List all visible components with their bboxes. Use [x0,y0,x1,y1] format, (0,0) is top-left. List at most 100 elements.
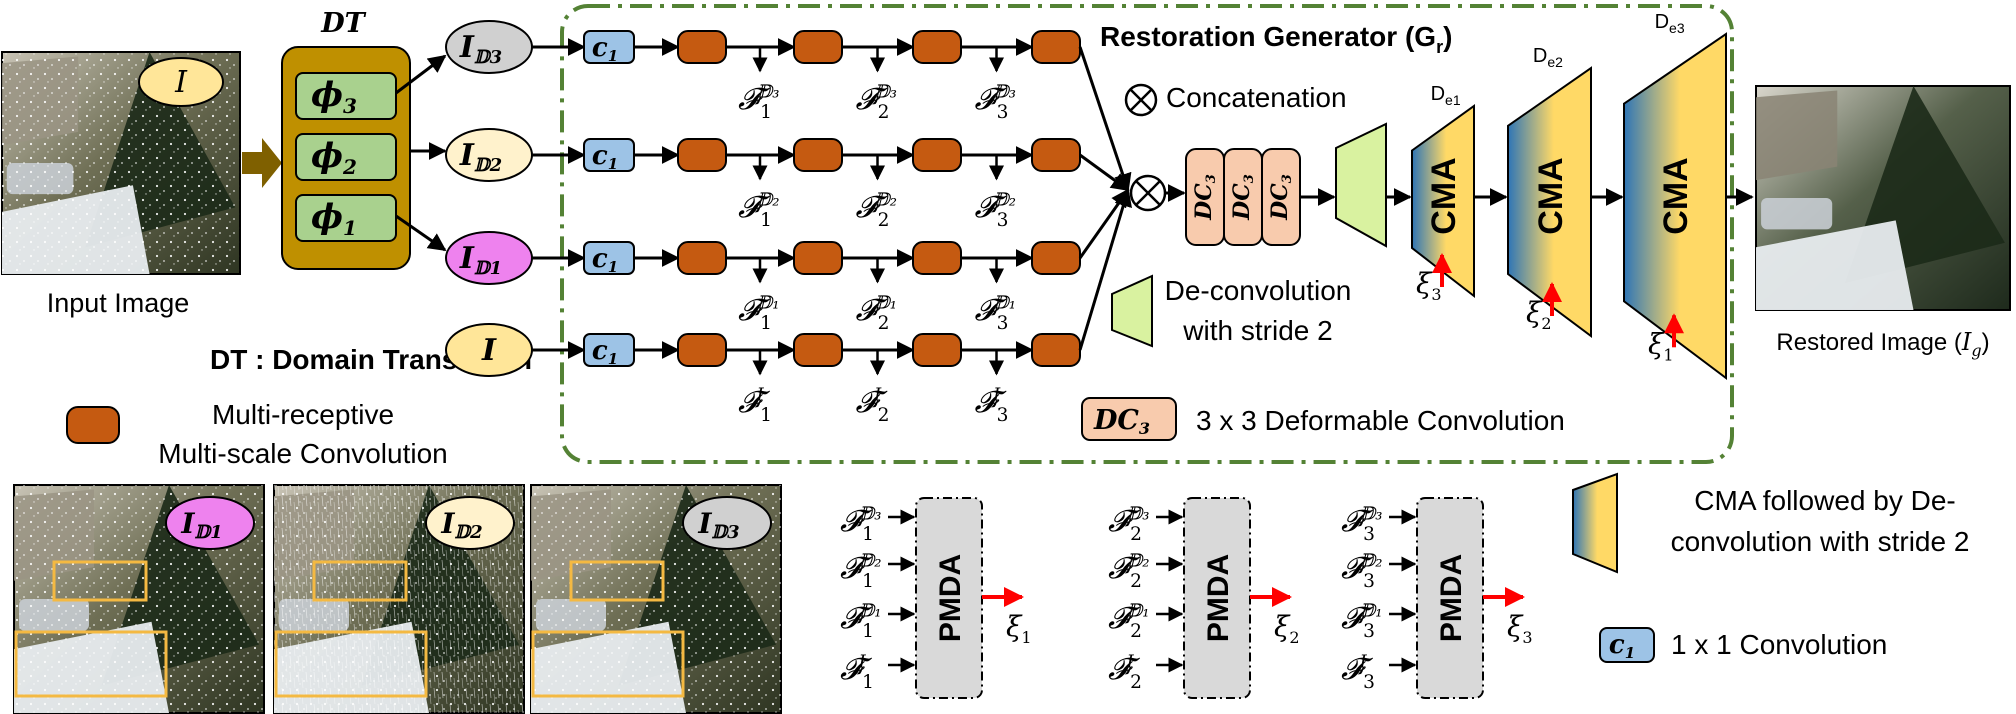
feature-superscript: I [1359,652,1368,673]
dc3-legend-icon [1081,397,1177,441]
feature-superscript: 𝔻₁ [993,293,1016,314]
deconv-block [1335,122,1387,248]
mmsc-block [793,138,843,172]
mmsc-legend-line2: Multi-scale Convolution [158,438,447,469]
mmsc-block [677,30,727,64]
feature-map-label: 𝓕3I [1341,652,1375,693]
deconv-legend-line2: with stride 2 [1182,315,1332,346]
cma-block [1623,32,1727,381]
feature-map-label: 𝓕3I [975,385,1009,426]
feature-superscript: 𝔻₁ [757,293,780,314]
to-concat-arrow [1079,153,1130,192]
cma-head-label: De1 [1431,83,1461,108]
pmda-xi-label: ξ3 [1507,610,1533,647]
deconv-legend-line1: De-convolution [1165,275,1352,306]
input-to-dt-arrow [242,138,282,188]
feature-superscript: 𝔻₂ [1360,551,1383,572]
input-image-label: Input Image [47,288,190,318]
stream-input-label: I [481,333,497,368]
feature-superscript: 𝔻₃ [1360,504,1383,525]
stream-input-label: I𝔻2 [459,138,502,176]
pmda-label: PMDA [934,554,967,642]
mmsc-block [912,30,962,64]
photo-snow-ground [1756,220,1914,310]
feature-superscript: 𝔻₃ [993,82,1016,103]
cma-head-label: De3 [1655,11,1685,36]
conv1-legend-icon [1599,627,1655,663]
to-concat-arrow [1078,188,1130,259]
mmsc-block [1031,30,1081,64]
feature-superscript: 𝔻₂ [874,190,897,211]
dt-arrow-d1 [395,214,447,252]
phi-box [295,72,397,120]
feature-superscript: I [873,385,882,406]
phi-box [295,133,397,181]
feature-symbol: 𝓕3 [1341,652,1375,693]
mmsc-legend-line1: Multi-receptive [212,399,394,430]
dc3-label: DC3 [1229,174,1257,221]
mmsc-block [1031,333,1081,367]
feature-superscript: 𝔻₂ [757,190,780,211]
pmda-label: PMDA [1435,554,1468,642]
feature-map-label: 𝓕2I [1108,652,1142,693]
thumbnail-badge-label: I𝔻3 [697,507,739,543]
feature-symbol: 𝓕1 [738,385,772,426]
pmda-label: PMDA [1202,554,1235,642]
stream-input-label: I𝔻3 [459,30,502,68]
feature-superscript: 𝔻₃ [874,82,897,103]
feature-superscript: 𝔻₂ [1127,551,1150,572]
phi-label: ϕ2 [311,136,357,179]
xi-label: ξ1 [1648,327,1674,364]
feature-symbol: 𝓕3 [975,385,1009,426]
mmsc-block [1031,138,1081,172]
to-concat-arrow [1078,188,1132,351]
thumbnail-badge [682,496,772,550]
domain-thumbnail: I𝔻3 [530,484,782,714]
thumbnail-badge-label: I𝔻1 [180,507,222,543]
thumbnail-badge [425,496,515,550]
feature-map-label: 𝓕1I [738,385,772,426]
highlight-box-large [14,630,168,698]
conv1-label: c1 [592,336,618,368]
feature-map-label: 𝓕1I [840,652,874,693]
feature-superscript: 𝔻₁ [859,601,882,622]
photo-car [1761,198,1833,230]
highlight-box-small [569,560,665,602]
feature-superscript: I [756,385,765,406]
feature-symbol: 𝓕1 [840,652,874,693]
mmsc-block [677,241,727,275]
mmsc-block [677,333,727,367]
restored-image [1755,85,2011,311]
feature-superscript: 𝔻₃ [1127,504,1150,525]
mmsc-block [1031,241,1081,275]
cma-head-label: De2 [1533,45,1563,70]
feature-superscript: 𝔻₃ [757,82,780,103]
cma-label: CMA [1532,157,1570,234]
feature-symbol: 𝓕2 [856,385,890,426]
restored-image-label: Restored Image (Ig) [1776,328,1989,360]
feature-superscript: 𝔻₁ [874,293,897,314]
cma-block [1507,66,1592,338]
phi-label: ϕ1 [311,197,357,240]
feature-superscript: 𝔻₃ [859,504,882,525]
highlight-box-small [52,560,148,602]
dt-arrow-d3 [395,54,447,95]
feature-symbol: 𝓕2 [1108,652,1142,693]
xi-label: ξ3 [1416,267,1442,304]
phi-box [295,194,397,242]
domain-thumbnail: I𝔻2 [273,484,525,714]
pmda-xi-label: ξ2 [1274,610,1300,647]
mmsc-block [677,138,727,172]
